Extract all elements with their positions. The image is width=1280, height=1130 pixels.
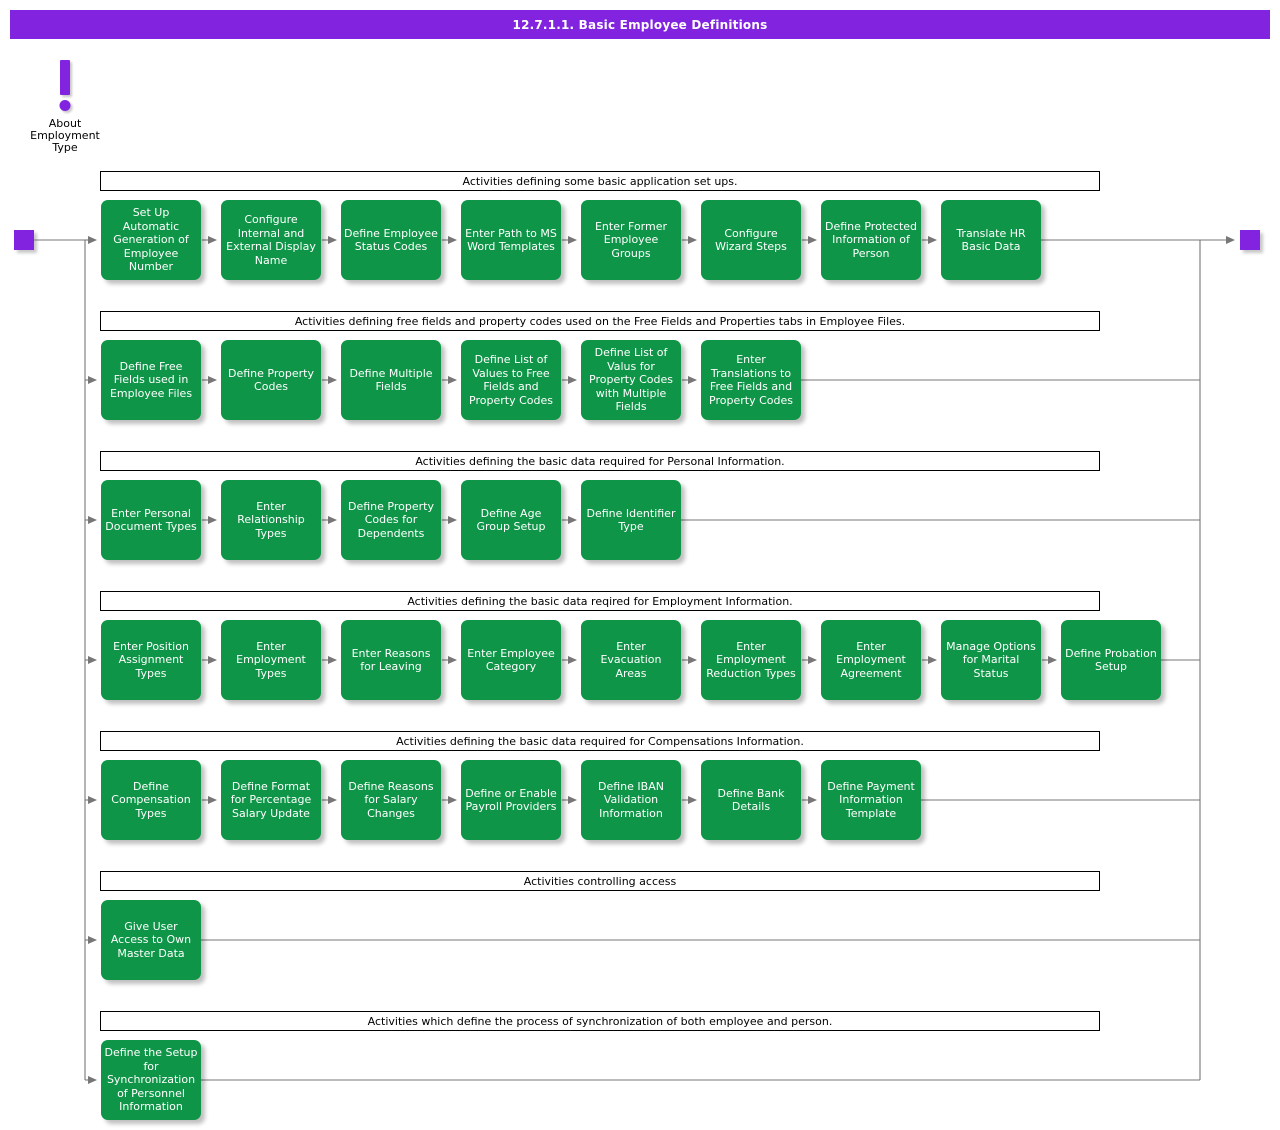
activity-box[interactable]: Enter Translations to Free Fields and Pr… [701,340,801,420]
activity-box[interactable]: Enter Evacuation Areas [581,620,681,700]
activity-box[interactable]: Enter Employment Reduction Types [701,620,801,700]
activity-box[interactable]: Define Employee Status Codes [341,200,441,280]
group-header-2: Activities defining the basic data requi… [100,451,1100,471]
activity-box[interactable]: Configure Wizard Steps [701,200,801,280]
activity-box[interactable]: Define Property Codes [221,340,321,420]
group-header-1: Activities defining free fields and prop… [100,311,1100,331]
group-header-label: Activities defining some basic applicati… [462,174,738,188]
activity-box[interactable]: Define Age Group Setup [461,480,561,560]
activity-box[interactable]: Enter Personal Document Types [101,480,201,560]
activity-box[interactable]: Enter Position Assignment Types [101,620,201,700]
group-header-3: Activities defining the basic data reqir… [100,591,1100,611]
activity-box[interactable]: Define Compensation Types [101,760,201,840]
activity-box[interactable]: Enter Path to MS Word Templates [461,200,561,280]
activity-box[interactable]: Define IBAN Validation Information [581,760,681,840]
activity-box[interactable]: Enter Relationship Types [221,480,321,560]
end-connector[interactable] [1240,230,1260,250]
activity-box[interactable]: Define Multiple Fields [341,340,441,420]
activity-box[interactable]: Define Identifier Type [581,480,681,560]
group-header-6: Activities which define the process of s… [100,1011,1100,1031]
activity-box[interactable]: Give User Access to Own Master Data [101,900,201,980]
activity-box[interactable]: Enter Employment Types [221,620,321,700]
group-header-label: Activities defining the basic data reqir… [407,594,793,608]
activity-box[interactable]: Define Bank Details [701,760,801,840]
start-connector[interactable] [14,230,34,250]
activity-box[interactable]: Translate HR Basic Data [941,200,1041,280]
group-header-label: Activities defining the basic data requi… [396,734,804,748]
activity-box[interactable]: Define List of Values to Free Fields and… [461,340,561,420]
activity-box[interactable]: Configure Internal and External Display … [221,200,321,280]
activity-box[interactable]: Define Probation Setup [1061,620,1161,700]
activity-box[interactable]: Define List of Valus for Property Codes … [581,340,681,420]
activity-box[interactable]: Enter Employment Agreement [821,620,921,700]
group-header-4: Activities defining the basic data requi… [100,731,1100,751]
activity-box[interactable]: Set Up Automatic Generation of Employee … [101,200,201,280]
activity-box[interactable]: Enter Former Employee Groups [581,200,681,280]
group-header-label: Activities defining the basic data requi… [415,454,785,468]
group-header-label: Activities defining free fields and prop… [294,314,906,328]
activity-box[interactable]: Define Protected Information of Person [821,200,921,280]
activity-box[interactable]: Define Reasons for Salary Changes [341,760,441,840]
activity-box[interactable]: Define Free Fields used in Employee File… [101,340,201,420]
activity-box[interactable]: Define the Setup for Synchronization of … [101,1040,201,1120]
group-header-0: Activities defining some basic applicati… [100,171,1100,191]
group-header-label: Activities controlling access [523,874,677,888]
window-title-bar: 12.7.1.1. Basic Employee Definitions [10,10,1270,39]
group-header-label: Activities which define the process of s… [367,1014,833,1028]
activity-box[interactable]: Define Property Codes for Dependents [341,480,441,560]
activity-box[interactable]: Manage Options for Marital Status [941,620,1041,700]
group-header-5: Activities controlling access [100,871,1100,891]
page-title: 12.7.1.1. Basic Employee Definitions [512,17,768,32]
exclamation-icon [20,60,110,112]
activity-box[interactable]: Enter Reasons for Leaving [341,620,441,700]
activity-box[interactable]: Define Payment Information Template [821,760,921,840]
activity-box[interactable]: Enter Employee Category [461,620,561,700]
activity-box[interactable]: Define Format for Percentage Salary Upda… [221,760,321,840]
activity-box[interactable]: Define or Enable Payroll Providers [461,760,561,840]
